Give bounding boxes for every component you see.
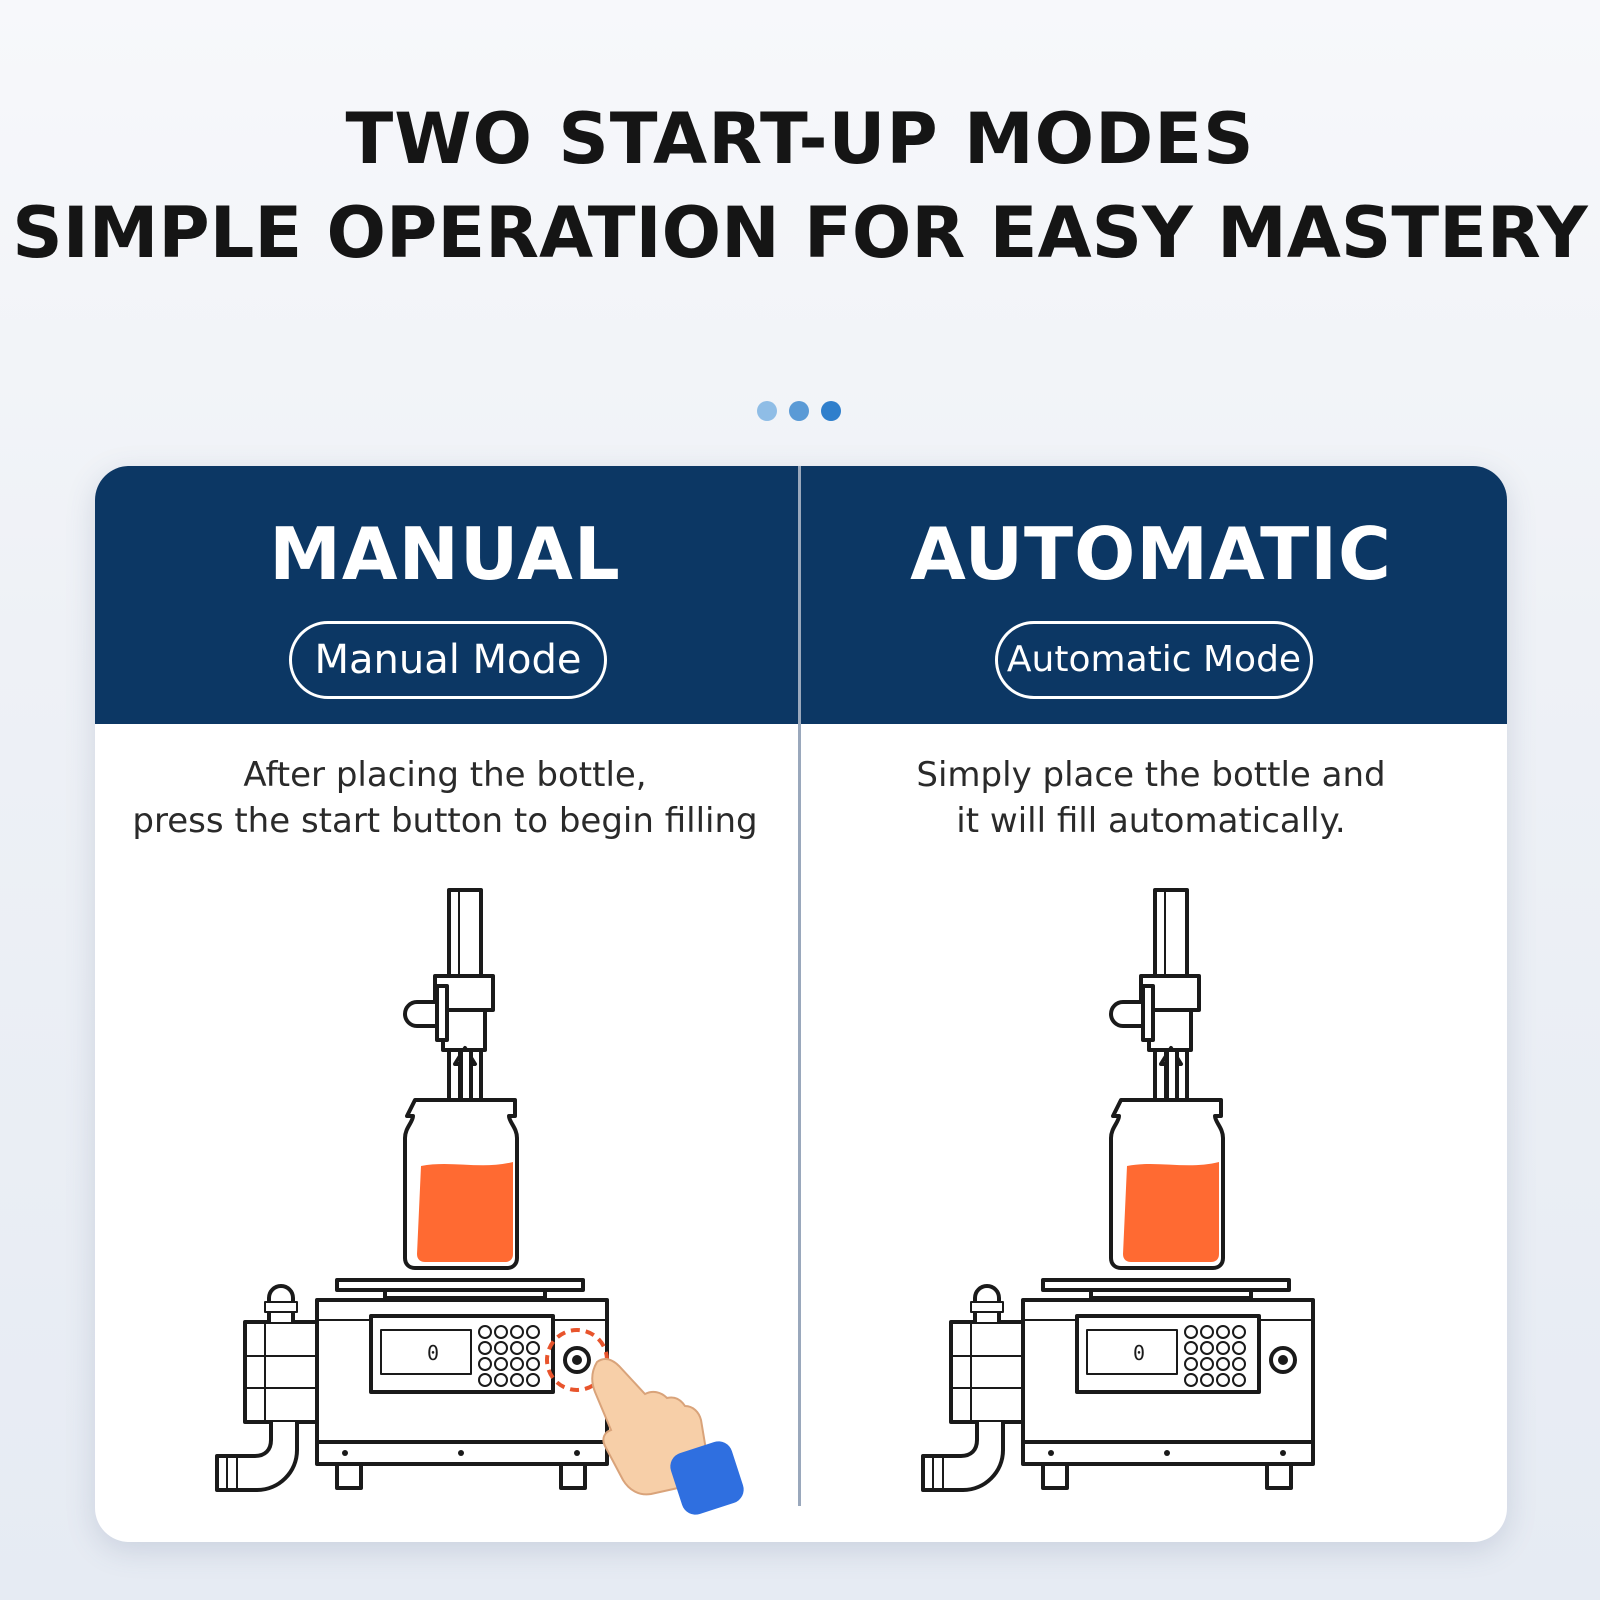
manual-description-line-1: After placing the bottle, (243, 755, 647, 795)
svg-text:0: 0 (427, 1341, 439, 1365)
automatic-filling-machine-illustration: 0 (921, 888, 1315, 1492)
manual-description-line-2: press the start button to begin filling (132, 801, 758, 841)
pagination-dots (757, 401, 841, 421)
pagination-dot-2[interactable] (789, 401, 809, 421)
automatic-description-line-1: Simply place the bottle and (916, 755, 1386, 795)
headline-line-2: SIMPLE OPERATION FOR EASY MASTERY (12, 192, 1588, 274)
pagination-dot-3[interactable] (821, 401, 841, 421)
automatic-mode-pill: Automatic Mode (995, 621, 1313, 699)
manual-mode-pill: Manual Mode (289, 621, 607, 699)
automatic-mode-column: AUTOMATIC Automatic Mode Simply place th… (801, 466, 1501, 1542)
automatic-description: Simply place the bottle and it will fill… (801, 752, 1501, 844)
manual-description: After placing the bottle, press the star… (95, 752, 795, 844)
automatic-title: AUTOMATIC (910, 512, 1392, 596)
svg-text:0: 0 (1133, 1341, 1145, 1365)
automatic-description-line-2: it will fill automatically. (956, 801, 1346, 841)
pointing-hand-icon (591, 1358, 744, 1515)
modes-comparison-card: MANUAL Manual Mode After placing the bot… (95, 466, 1507, 1542)
manual-title: MANUAL (269, 512, 621, 596)
pagination-dot-1[interactable] (757, 401, 777, 421)
column-divider (798, 466, 801, 1506)
manual-mode-column: MANUAL Manual Mode After placing the bot… (95, 466, 795, 1542)
manual-filling-machine-illustration: 0 (215, 888, 744, 1515)
headline-line-1: TWO START-UP MODES (345, 98, 1255, 180)
header-band (95, 466, 1507, 724)
